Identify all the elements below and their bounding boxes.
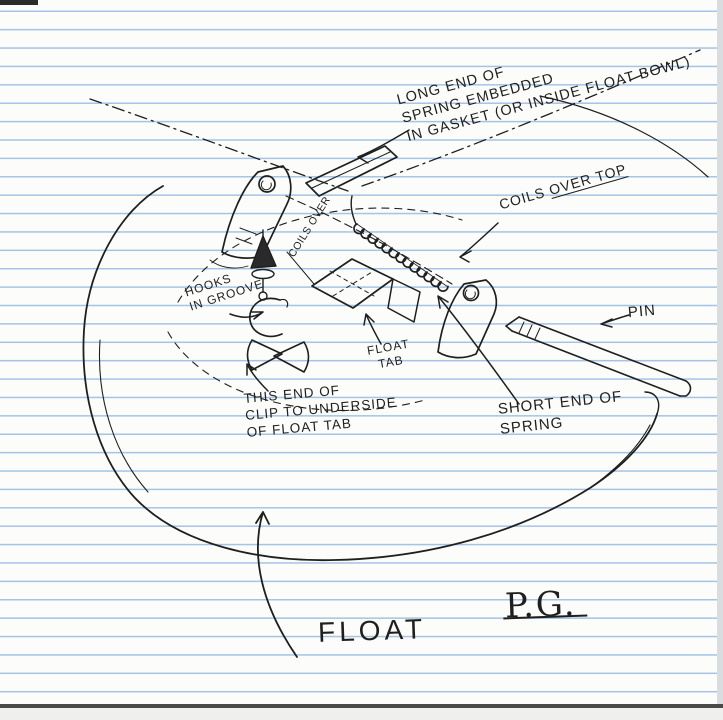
right-hinge-post — [437, 279, 498, 359]
photo-edge-bottom-pad — [0, 708, 723, 720]
photo-edge-right — [717, 0, 723, 720]
arrow-pin — [600, 314, 630, 328]
gasket-bar — [305, 145, 398, 225]
left-hinge-post — [209, 165, 292, 269]
spring-coils — [353, 223, 449, 292]
arrow-coils-over-top — [459, 222, 499, 263]
hinge-pin — [505, 316, 692, 397]
label-initials: P.G. — [502, 584, 587, 626]
leader-arrows — [229, 129, 630, 658]
clip-hook — [249, 297, 289, 338]
photo-edge-bottom — [0, 704, 723, 708]
bowl-edge-curve — [539, 95, 709, 178]
arrow-hooks — [229, 311, 264, 320]
float-outline — [82, 185, 660, 562]
arrow-long-end — [357, 129, 410, 164]
float-tab-plate — [286, 251, 421, 323]
arrow-float — [255, 511, 298, 658]
label-float: FLOAT — [317, 613, 427, 648]
arrow-short-end — [437, 295, 520, 405]
centerline-dashdot — [89, 49, 701, 192]
arrow-this-end — [246, 363, 269, 392]
photo-edge-top — [0, 0, 38, 5]
arrow-float-tab — [363, 313, 382, 345]
clip-bowtie-end — [246, 339, 310, 373]
label-pin: PIN — [627, 301, 657, 322]
hidden-edges-dashed — [167, 195, 463, 411]
